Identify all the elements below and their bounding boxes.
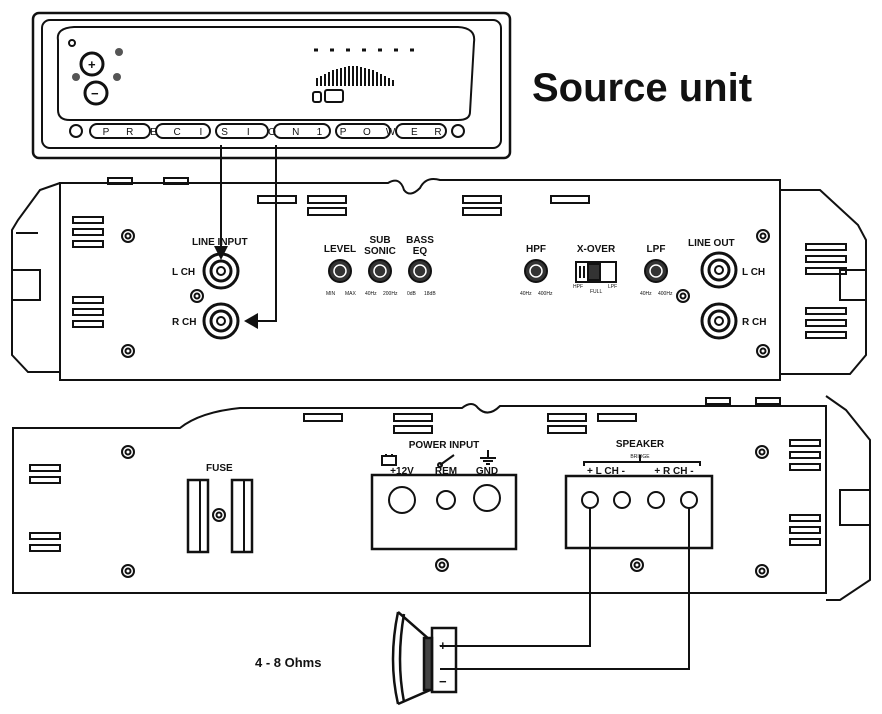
line-out-r-ch-label: R CH (742, 317, 766, 328)
source-unit (31, 11, 512, 160)
volume-down-symbol: − (91, 86, 99, 101)
brand-letter: R (434, 127, 441, 138)
subsonic-label-2: SONIC (364, 246, 396, 257)
level-knob (328, 259, 352, 283)
subsonic-label-1: SUB (369, 235, 390, 246)
lpf-scale-max: 400Hz (658, 291, 673, 297)
level-scale-max: MAX (345, 291, 357, 297)
amplifier-rear-panel (12, 395, 871, 601)
speaker-r-ch-label: + R CH - (654, 466, 693, 477)
brand-letter: N (292, 127, 299, 138)
line-input-r-jack (202, 302, 240, 340)
brand-letter: O (268, 127, 276, 138)
hpf-knob (524, 259, 548, 283)
line-input-r-ch-label: R CH (172, 317, 196, 328)
brand-letter: S (221, 127, 228, 138)
brand-letters: P R E C I S I O N 1 P O W E R (103, 127, 442, 138)
fuse-label: FUSE (206, 463, 233, 474)
power-input-label: POWER INPUT (409, 440, 480, 451)
amplifier-front-panel (11, 177, 867, 381)
lpf-knob (644, 259, 668, 283)
bass-eq-knob (408, 259, 432, 283)
volume-up-symbol: + (88, 57, 96, 72)
level-scale-min: MIN (326, 291, 336, 297)
lpf-label: LPF (647, 244, 666, 255)
brand-letter: E (411, 127, 418, 138)
brand-letter: C (173, 127, 180, 138)
lpf-scale-min: 40Hz (640, 291, 652, 297)
rca-signal-wires (220, 145, 277, 322)
xover-pos-lpf: LPF (608, 284, 617, 290)
rem-label: REM (435, 466, 457, 477)
subsonic-scale-min: 40Hz (365, 291, 377, 297)
brand-letter: 1 (317, 127, 323, 138)
bass-eq-label-1: BASS (406, 235, 434, 246)
line-input-label: LINE INPUT (192, 237, 248, 248)
fuse-right (230, 478, 254, 554)
brand-letter: R (126, 127, 133, 138)
brand-letter: W (386, 127, 396, 138)
brand-letter: E (150, 127, 157, 138)
gnd-label: GND (476, 466, 498, 477)
level-label: LEVEL (324, 244, 356, 255)
fuse-left (186, 478, 210, 554)
bass-scale-max: 18dB (424, 291, 436, 297)
subsonic-scale-max: 200Hz (383, 291, 398, 297)
speaker-minus-symbol: − (439, 674, 447, 689)
speaker-plus-symbol: + (439, 638, 447, 653)
speaker-wires (440, 508, 690, 670)
plus12v-label: +12V (390, 466, 414, 477)
brand-letter: I (247, 127, 250, 138)
speaker-l-ch-label: + L CH - (587, 466, 625, 477)
front-knobs (328, 259, 668, 283)
xover-switch (575, 261, 617, 283)
line-out-l-jack (700, 251, 738, 289)
brand-letter: P (340, 127, 347, 138)
speaker-terminal-block (564, 474, 714, 550)
hpf-scale-min: 40Hz (520, 291, 532, 297)
xover-pos-full: FULL (590, 289, 602, 295)
bass-scale-min: 0dB (407, 291, 417, 297)
line-out-r-jack (700, 302, 738, 340)
hpf-scale-max: 400Hz (538, 291, 553, 297)
arrow-heads (214, 246, 258, 329)
brand-letter: P (103, 127, 110, 138)
line-out-label: LINE OUT (688, 238, 735, 249)
xover-pos-hpf: HPF (573, 284, 583, 290)
brand-letter: O (363, 127, 371, 138)
bass-eq-label-2: EQ (413, 246, 428, 257)
power-terminal-block (370, 473, 518, 551)
brand-letter: I (200, 127, 203, 138)
impedance-label: 4 - 8 Ohms (255, 655, 321, 670)
line-input-l-ch-label: L CH (172, 267, 195, 278)
hpf-label: HPF (526, 244, 546, 255)
bridge-label: BRIDGE (630, 454, 650, 460)
line-out-l-ch-label: L CH (742, 267, 765, 278)
volume-down-button (83, 80, 109, 106)
volume-up-button (79, 51, 105, 77)
speaker-label: SPEAKER (616, 439, 665, 450)
xover-label: X-OVER (577, 244, 616, 255)
speaker-icon (391, 611, 458, 706)
title-label: Source unit (532, 66, 752, 110)
subsonic-knob (368, 259, 392, 283)
